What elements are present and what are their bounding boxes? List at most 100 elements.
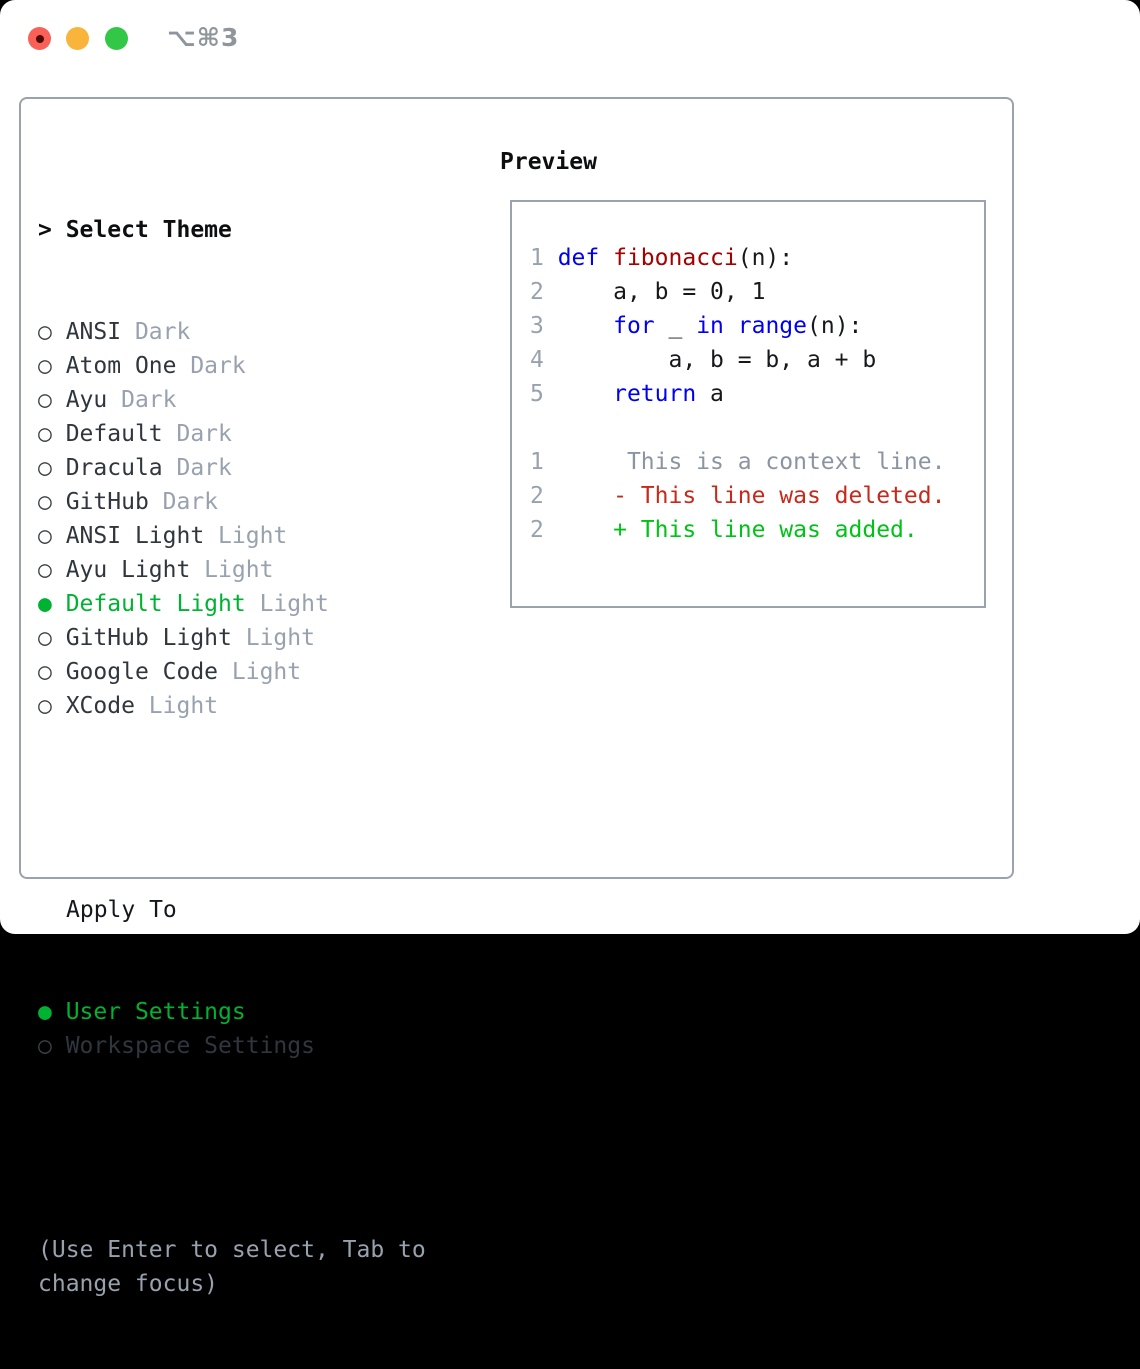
token-pln: (n): xyxy=(737,245,794,271)
theme-item-ayu[interactable]: ○ Ayu Dark xyxy=(38,383,483,417)
token-add: + This line was added. xyxy=(557,517,918,543)
apply-option-workspace-settings[interactable]: ○ Workspace Settings xyxy=(38,1029,483,1063)
theme-item-dracula[interactable]: ○ Dracula Dark xyxy=(38,451,483,485)
theme-variant-label: Dark xyxy=(162,421,232,447)
option-label: GitHub xyxy=(65,489,149,515)
theme-item-google-code[interactable]: ○ Google Code Light xyxy=(38,655,483,689)
radio-marker-icon: ○ xyxy=(38,353,66,379)
preview-line: 2 - This line was deleted. xyxy=(530,479,984,513)
token-kw: return xyxy=(613,381,697,407)
option-label: Dracula xyxy=(65,455,163,481)
option-label: User Settings xyxy=(65,999,246,1025)
token-num: 2 xyxy=(530,483,558,509)
token-pln: a, b = b, a + b xyxy=(557,347,877,373)
theme-item-xcode[interactable]: ○ XCode Light xyxy=(38,689,483,723)
token-num: 1 xyxy=(530,245,558,271)
token-pln: a xyxy=(696,381,724,407)
option-label: Google Code xyxy=(65,659,219,685)
preview-line: 4 a, b = b, a + b xyxy=(530,343,984,377)
token-pln xyxy=(599,245,613,271)
theme-variant-label: Light xyxy=(245,591,329,617)
theme-variant-label: Light xyxy=(218,659,302,685)
radio-marker-icon: ○ xyxy=(38,319,66,345)
radio-marker-icon: ● xyxy=(38,999,66,1025)
option-label: Atom One xyxy=(65,353,177,379)
token-pln xyxy=(558,381,613,407)
titlebar: ⌥⌘3 xyxy=(0,0,1140,78)
token-pln: _ xyxy=(654,313,697,339)
radio-marker-icon: ○ xyxy=(38,693,66,719)
selection-cursor: > xyxy=(38,217,66,243)
token-num: 2 xyxy=(530,517,558,543)
preview-line: 2 a, b = 0, 1 xyxy=(530,275,984,309)
option-label: Default xyxy=(65,421,163,447)
theme-item-ansi[interactable]: ○ ANSI Dark xyxy=(38,315,483,349)
token-num: 2 xyxy=(530,279,558,305)
theme-item-default-light[interactable]: ● Default Light Light xyxy=(38,587,483,621)
radio-marker-icon: ○ xyxy=(38,659,66,685)
token-kw: def xyxy=(557,245,600,271)
radio-marker-icon: ○ xyxy=(38,557,66,583)
spacer-row xyxy=(38,791,483,825)
preview-title: Preview xyxy=(500,149,597,175)
option-label: GitHub Light xyxy=(65,625,232,651)
theme-variant-label: Light xyxy=(134,693,219,719)
token-pln xyxy=(558,313,613,339)
token-num: 4 xyxy=(530,347,558,373)
token-pln: (n): xyxy=(807,313,863,339)
theme-variant-label: Light xyxy=(204,523,288,549)
option-label: Workspace Settings xyxy=(65,1033,315,1059)
preview-line: 3 for _ in range(n): xyxy=(530,309,984,343)
preview-line: 5 return a xyxy=(530,377,984,411)
theme-list-heading: Select Theme xyxy=(65,217,232,243)
radio-marker-icon: ○ xyxy=(38,523,66,549)
theme-list: ○ ANSI Dark○ Atom One Dark○ Ayu Dark○ De… xyxy=(38,315,483,723)
theme-variant-label: Dark xyxy=(176,353,246,379)
token-kw: in xyxy=(696,313,724,339)
apply-option-user-settings[interactable]: ● User Settings xyxy=(38,995,483,1029)
option-label: Ayu xyxy=(65,387,108,413)
preview-line: 1 This is a context line. xyxy=(530,445,984,479)
token-num: 3 xyxy=(530,313,558,339)
theme-variant-label: Light xyxy=(190,557,274,583)
radio-marker-icon: ○ xyxy=(38,387,66,413)
theme-variant-label: Dark xyxy=(107,387,177,413)
option-label: Ayu Light xyxy=(65,557,191,583)
preview-line: 2 + This line was added. xyxy=(530,513,984,547)
theme-item-default[interactable]: ○ Default Dark xyxy=(38,417,483,451)
preview-line xyxy=(530,411,984,445)
token-num: 1 xyxy=(530,449,558,475)
radio-marker-icon: ○ xyxy=(38,1033,66,1059)
radio-marker-icon: ○ xyxy=(38,625,66,651)
theme-item-github[interactable]: ○ GitHub Dark xyxy=(38,485,483,519)
window-title-shortcut: ⌥⌘3 xyxy=(167,23,240,52)
token-kw: range xyxy=(737,313,807,339)
token-del: - This line was deleted. xyxy=(557,483,946,509)
apply-to-list: ● User Settings○ Workspace Settings xyxy=(38,995,483,1063)
theme-item-ayu-light[interactable]: ○ Ayu Light Light xyxy=(38,553,483,587)
app-window: ⌥⌘3 > Select Theme ○ ANSI Dark○ Atom One… xyxy=(0,0,1140,1297)
option-label: Default Light xyxy=(65,591,246,617)
theme-item-atom-one[interactable]: ○ Atom One Dark xyxy=(38,349,483,383)
option-label: XCode xyxy=(65,693,135,719)
theme-list-title: > Select Theme xyxy=(38,213,483,247)
theme-variant-label: Dark xyxy=(148,489,219,515)
radio-marker-icon: ○ xyxy=(38,455,66,481)
close-button[interactable] xyxy=(28,27,51,50)
minimize-button[interactable] xyxy=(66,27,89,50)
preview-line: 1 def fibonacci(n): xyxy=(530,241,984,275)
apply-to-title: Apply To xyxy=(66,897,177,923)
radio-marker-icon: ● xyxy=(38,591,66,617)
radio-marker-icon: ○ xyxy=(38,421,66,447)
theme-variant-label: Dark xyxy=(162,455,232,481)
zoom-button[interactable] xyxy=(105,27,128,50)
token-kw: for xyxy=(613,313,655,339)
theme-selector: > Select Theme ○ ANSI Dark○ Atom One Dar… xyxy=(38,145,483,1369)
unsaved-changes-dot-icon xyxy=(36,35,44,43)
theme-item-ansi-light[interactable]: ○ ANSI Light Light xyxy=(38,519,483,553)
option-label: ANSI xyxy=(65,319,122,345)
token-num: 5 xyxy=(530,381,558,407)
theme-item-github-light[interactable]: ○ GitHub Light Light xyxy=(38,621,483,655)
